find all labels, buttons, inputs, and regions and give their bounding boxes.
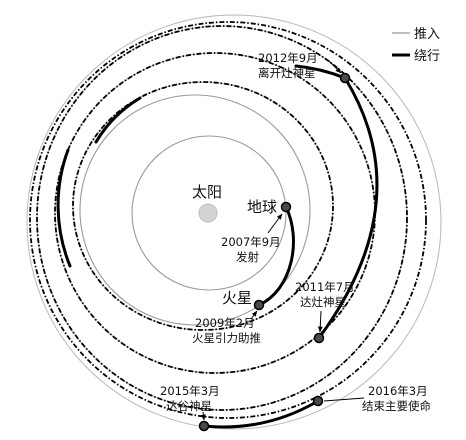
ceres-orbit-segment (202, 399, 320, 429)
sun-icon (198, 203, 218, 223)
earth-dot (280, 201, 292, 213)
event-vesta-arrival-date: 2011年7月 (295, 280, 355, 294)
event-ceres-arrival-arrow (200, 411, 206, 421)
event-vesta-departure-arrow (327, 59, 342, 74)
event-mission-end-leader (323, 397, 365, 402)
event-mars-arrow (250, 310, 258, 320)
thrust-loop-4 (29, 21, 427, 419)
event-launch-arrow (267, 213, 283, 234)
mission-end-dot (312, 395, 324, 407)
event-mars-desc: 火星引力助推 (192, 331, 261, 345)
earth-orbit (131, 135, 287, 291)
event-mission-end-desc: 结束主要使命 (362, 399, 431, 413)
outer-orbit (26, 14, 442, 430)
left-coast-segment-2 (94, 96, 142, 144)
legend-orbit-label: 绕行 (414, 49, 440, 64)
mars-label: 火星 (222, 289, 252, 307)
legend-thrust-label: 推入 (414, 27, 440, 42)
thrust-loop-1 (72, 81, 334, 331)
left-coast-segment-1 (56, 148, 72, 268)
vesta-orbit-segment (317, 76, 379, 340)
vesta-departure-dot (339, 72, 351, 84)
event-ceres-arrival-desc: 达谷神星 (166, 399, 212, 413)
event-launch-date: 2007年9月 (221, 235, 281, 249)
vesta-arrival-dot (313, 332, 325, 344)
mars-orbit (79, 94, 311, 326)
event-vesta-departure-desc: 离开灶神星 (258, 66, 316, 80)
event-launch-desc: 发射 (236, 250, 259, 264)
launch-to-mars-segment (257, 205, 295, 307)
sun-label: 太阳 (192, 183, 222, 201)
event-mars-date: 2009年2月 (195, 316, 255, 330)
event-ceres-arrival-date: 2015年3月 (160, 384, 220, 398)
mars-dot (253, 299, 265, 311)
event-mission-end-date: 2016年3月 (368, 384, 428, 398)
event-vesta-arrival-desc: 达灶神星 (300, 295, 346, 309)
earth-label: 地球 (247, 198, 277, 216)
legend: 推入 绕行 (392, 27, 440, 64)
event-vesta-departure-date: 2012年9月 (258, 51, 318, 65)
event-vesta-arrival-arrow (317, 310, 323, 333)
ceres-arrival-dot (198, 420, 210, 432)
thrust-loop-3 (36, 25, 408, 411)
